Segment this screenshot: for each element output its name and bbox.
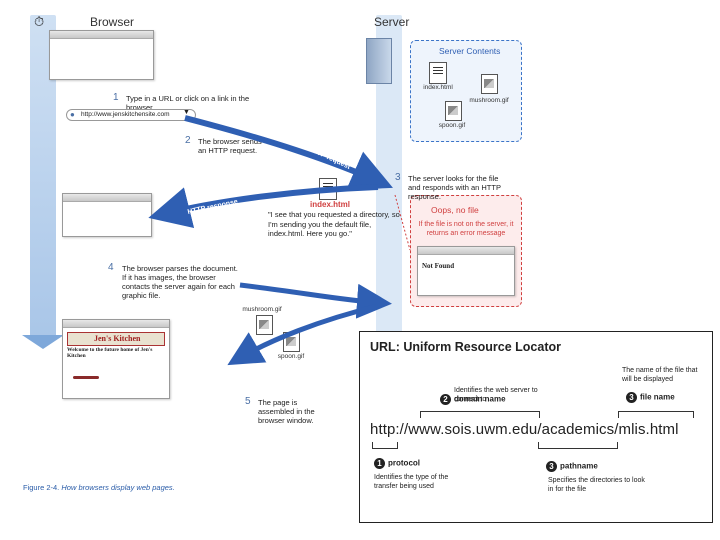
chevron-down-icon[interactable]: ▼ bbox=[183, 109, 190, 116]
filename-bracket bbox=[618, 411, 694, 418]
number-badge: 2 bbox=[440, 394, 451, 405]
response-note: "I see that you requested a directory, s… bbox=[268, 210, 400, 238]
step-number: 1 bbox=[113, 92, 119, 103]
error-box: Oops, no file If the file is not on the … bbox=[410, 195, 522, 307]
step-text: The browser sends an HTTP request. bbox=[198, 137, 262, 155]
caption-label: Figure 2-4. bbox=[23, 483, 60, 492]
step-text: The browser parses the document. If it h… bbox=[122, 264, 238, 300]
step-number: 3 bbox=[395, 172, 401, 183]
browser-header: Browser bbox=[90, 15, 135, 29]
image-file-label: mushroom.gif bbox=[242, 306, 282, 313]
browser-lane-arrowhead bbox=[22, 335, 64, 349]
number-badge: 1 bbox=[374, 458, 385, 469]
url-panel: URL: Uniform Resource Locator Identifies… bbox=[359, 331, 713, 523]
address-bar[interactable]: http://www.jenskitchensite.com bbox=[66, 109, 196, 121]
page-heading: Welcome to the future home of Jen's Kitc… bbox=[67, 347, 153, 359]
image-file-icon bbox=[481, 74, 498, 94]
error-page-title: Not Found bbox=[422, 262, 455, 270]
figure-caption: Figure 2-4. How browsers display web pag… bbox=[23, 483, 175, 492]
caption-text: How browsers display web pages. bbox=[61, 483, 175, 492]
number-badge: 3 bbox=[546, 461, 557, 472]
error-text: If the file is not on the server, it ret… bbox=[418, 221, 514, 237]
http-response-arrow bbox=[148, 184, 379, 229]
window-titlebar bbox=[50, 31, 153, 39]
number-badge: 3 bbox=[626, 392, 637, 403]
response-file-name: index.html bbox=[310, 200, 351, 209]
browser-window-initial bbox=[49, 30, 154, 80]
banner-text: Jen's Kitchen bbox=[94, 334, 141, 343]
error-connector bbox=[394, 194, 411, 251]
protocol-desc: Identifies the type of the transfer bein… bbox=[374, 474, 449, 490]
step-text: The page is assembled in the browser win… bbox=[258, 398, 315, 425]
step-number: 5 bbox=[245, 396, 251, 407]
http-request-arrow bbox=[184, 115, 393, 191]
site-banner: Jen's Kitchen bbox=[67, 332, 165, 346]
server-tower-icon bbox=[366, 38, 392, 84]
domain-bracket bbox=[420, 411, 540, 418]
error-title: Oops, no file bbox=[431, 205, 479, 215]
step-text: The server looks for the file and respon… bbox=[408, 174, 501, 201]
url-example: http://www.sois.uwm.edu/academics/mlis.h… bbox=[370, 421, 679, 438]
filename-desc: The name of the file that will be displa… bbox=[622, 367, 698, 383]
step-number: 4 bbox=[108, 262, 114, 273]
globe-icon: ● bbox=[70, 110, 75, 119]
pathname-bracket bbox=[538, 442, 618, 449]
browser-window-final: Jen's Kitchen Welcome to the future home… bbox=[62, 319, 170, 399]
image-file-icon bbox=[445, 101, 462, 121]
file-label: mushroom.gif bbox=[469, 97, 509, 104]
image-request-arrow bbox=[239, 282, 392, 319]
step-text: Type in a URL or click on a link in the … bbox=[126, 94, 250, 112]
protocol-bracket bbox=[372, 442, 398, 449]
image-file-label: spoon.gif bbox=[277, 353, 305, 360]
server-header: Server bbox=[374, 15, 410, 29]
domain-desc: Identifies the web server to connect to bbox=[454, 387, 538, 403]
url-panel-title: URL: Uniform Resource Locator bbox=[370, 340, 561, 354]
step-number: 2 bbox=[185, 135, 191, 146]
image-response-arrow bbox=[227, 303, 379, 366]
stopwatch-icon: ⏱ bbox=[34, 14, 45, 29]
browser-window-response bbox=[62, 193, 152, 237]
server-contents-box: Server Contents index.html mushroom.gif … bbox=[410, 40, 522, 142]
server-contents-title: Server Contents bbox=[439, 46, 501, 56]
pathname-desc: Specifies the directories to look in for… bbox=[548, 477, 645, 493]
spoon-image bbox=[73, 376, 99, 379]
document-icon bbox=[429, 62, 447, 84]
error-page-window: Not Found bbox=[417, 246, 515, 296]
file-label: spoon.gif bbox=[438, 122, 466, 129]
file-label: index.html bbox=[423, 84, 453, 91]
